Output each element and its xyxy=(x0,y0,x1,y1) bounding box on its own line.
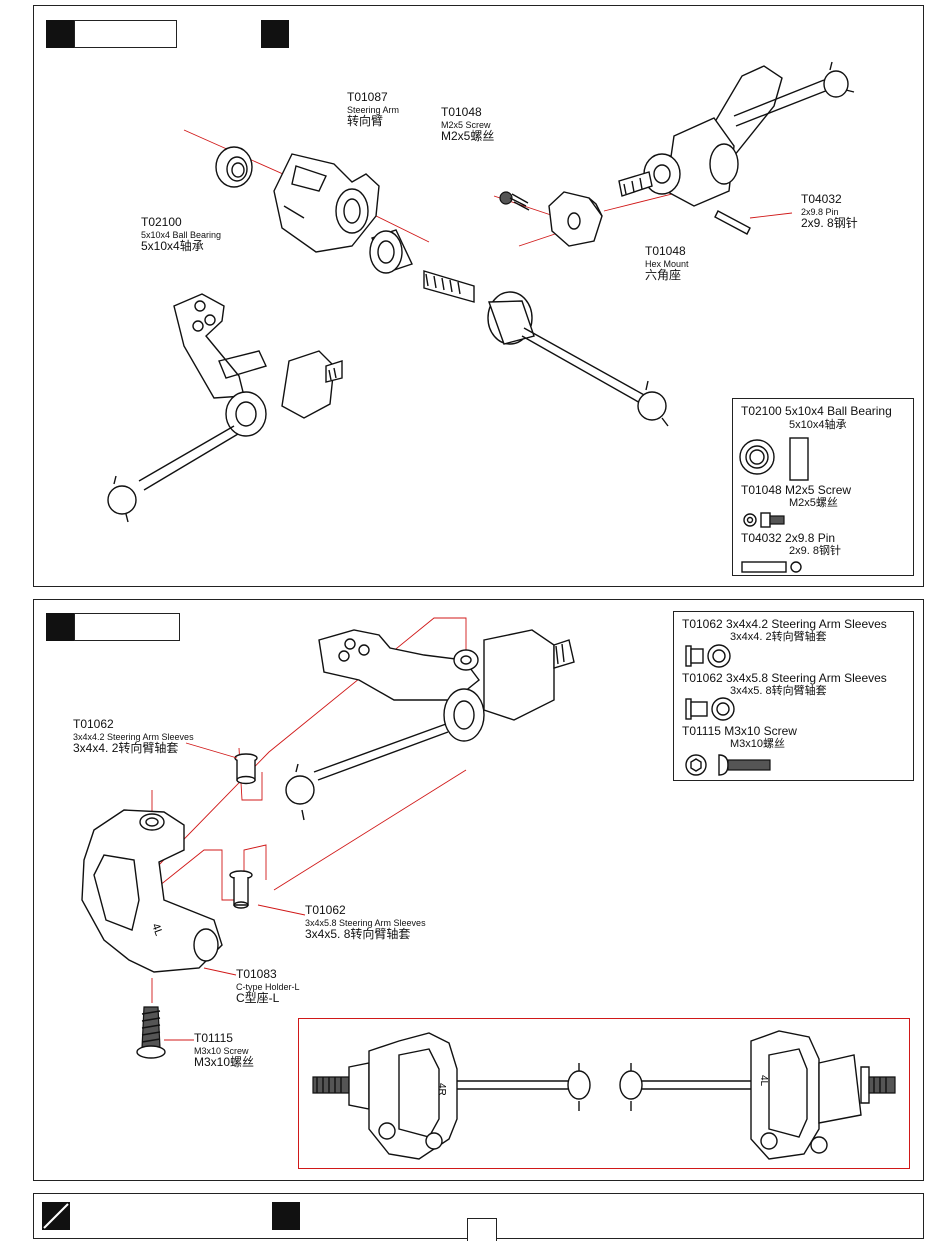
part-name-cn: 转向臂 xyxy=(347,114,384,129)
legend-code: T04032 xyxy=(741,531,782,545)
step-panel-2: 4L T01062 3x4x4.2 Steering Arm Sleeves 3… xyxy=(33,599,924,1181)
part-name-en: Steering Arm xyxy=(347,104,400,115)
part-name-cn: 2x9. 8钢针 xyxy=(801,216,858,231)
part-name-en: M3x10 Screw xyxy=(194,1045,249,1056)
legend-name-cn: 3x4x5. 8转向臂轴套 xyxy=(730,685,827,697)
label-pin: T04032 2x9.8 Pin 2x9. 8钢针 xyxy=(801,192,858,231)
part-code: T01087 xyxy=(347,90,388,104)
button-screw-icon xyxy=(685,754,771,776)
part-code: T04032 xyxy=(801,192,842,206)
part-code: T01062 xyxy=(73,717,114,731)
label-c-holder: T01083 C-type Holder-L C型座-L xyxy=(236,967,300,1006)
legend-name-cn: 5x10x4轴承 xyxy=(789,419,847,431)
m2-screw-part xyxy=(499,191,530,211)
legend-icons xyxy=(685,644,771,776)
legend-name-en: 3x4x4.2 Steering Arm Sleeves xyxy=(726,617,887,631)
assembled-detail-diagram: 4R 4L xyxy=(312,1030,896,1160)
part-name-cn: M2x5螺丝 xyxy=(441,129,495,144)
step3-header xyxy=(42,1202,300,1230)
step-title-box xyxy=(74,20,177,48)
bearing-side-icon xyxy=(789,437,809,481)
knuckle-assembly xyxy=(618,61,855,207)
legend-name-en: M3x10 Screw xyxy=(724,724,797,738)
step-number-box xyxy=(46,20,74,48)
part-name-en: 2x9.8 Pin xyxy=(801,206,839,217)
legend-code: T01115 xyxy=(682,724,721,738)
label-m2-screw: T01048 M2x5 Screw M2x5螺丝 xyxy=(441,105,495,144)
sleeve-58-part xyxy=(229,870,253,909)
assembled-knuckle xyxy=(107,293,343,523)
part-name-cn: M3x10螺丝 xyxy=(194,1055,255,1070)
screw-icon xyxy=(743,512,785,528)
step2-exploded-diagram: 4L xyxy=(81,617,575,1059)
label-m3-screw: T01115 M3x10 Screw M3x10螺丝 xyxy=(194,1031,255,1070)
left-hub-mark: 4R xyxy=(436,1083,447,1096)
legend-name-en: 3x4x5.8 Steering Arm Sleeves xyxy=(726,671,887,685)
left-hub-assembly: 4R xyxy=(312,1032,591,1160)
part-code: T01062 xyxy=(305,903,346,917)
label-hex-mount: T01048 Hex Mount 六角座 xyxy=(645,244,689,283)
right-hub-mark: 4L xyxy=(758,1075,769,1087)
legend-code: T01062 xyxy=(682,671,723,685)
part-code: T01115 xyxy=(194,1031,233,1045)
steering-arm-part xyxy=(273,153,380,253)
step-title-box xyxy=(74,613,180,641)
part-name-cn: 六角座 xyxy=(645,268,682,283)
pin-part xyxy=(714,210,793,235)
legend-code: T01048 xyxy=(741,483,782,497)
sleeve-long-icon xyxy=(685,697,735,721)
check-slash-icon xyxy=(43,1203,69,1229)
parts-legend: T01062 3x4x4.2 Steering Arm Sleeves 3x4x… xyxy=(673,611,914,781)
label-bearing: T02100 5x10x4 Ball Bearing 5x10x4轴承 xyxy=(141,215,222,254)
legend-name-cn: 3x4x4. 2转向臂轴套 xyxy=(730,631,827,643)
step-panel-1: T01087 Steering Arm 转向臂 T02100 5x10x4 Ba… xyxy=(33,5,924,587)
label-steering-arm: T01087 Steering Arm 转向臂 xyxy=(347,90,400,129)
step-marker-box xyxy=(261,20,289,48)
legend-name-cn: 2x9. 8钢针 xyxy=(789,545,841,557)
part-name-en: 3x4x5.8 Steering Arm Sleeves xyxy=(305,917,426,928)
m3-screw-part xyxy=(136,978,166,1059)
drive-shaft-part xyxy=(423,270,669,427)
legend-code: T01062 xyxy=(682,617,723,631)
step-number-box xyxy=(46,613,74,641)
step-marker-box xyxy=(272,1202,300,1230)
part-code: T01048 xyxy=(645,244,686,258)
hex-mount-part xyxy=(548,191,603,247)
sleeve-short-icon xyxy=(685,644,731,668)
part-name-en: C-type Holder-L xyxy=(236,981,300,992)
part-name-cn: 5x10x4轴承 xyxy=(141,239,204,254)
legend-icons xyxy=(739,437,809,573)
bearing-icon xyxy=(739,439,775,475)
legend-name-en: 5x10x4 Ball Bearing xyxy=(785,404,892,418)
label-sleeve-58: T01062 3x4x5.8 Steering Arm Sleeves 3x4x… xyxy=(305,903,426,942)
part-code: T01083 xyxy=(236,967,277,981)
page-number-box xyxy=(467,1218,497,1241)
part-name-cn: 3x4x5. 8转向臂轴套 xyxy=(305,927,411,942)
legend-name-en: 2x9.8 Pin xyxy=(785,531,836,545)
part-name-en: 5x10x4 Ball Bearing xyxy=(141,229,222,240)
part-code: T01048 xyxy=(441,105,482,119)
step1-exploded-diagram xyxy=(107,61,855,523)
parts-legend: T02100 5x10x4 Ball Bearing 5x10x4轴承 xyxy=(732,398,914,576)
label-sleeve-42: T01062 3x4x4.2 Steering Arm Sleeves 3x4x… xyxy=(73,717,194,756)
c-holder-part: 4L xyxy=(81,809,223,973)
assembled-detail-box: 4R 4L xyxy=(298,1018,910,1169)
right-hub-assembly: 4L xyxy=(619,1030,896,1160)
legend-name-cn: M2x5螺丝 xyxy=(789,497,838,509)
pin-icon xyxy=(741,561,802,573)
part-name-en: M2x5 Screw xyxy=(441,119,491,130)
sleeve-42-part xyxy=(234,753,258,785)
part-name-cn: C型座-L xyxy=(236,991,280,1006)
part-name-cn: 3x4x4. 2转向臂轴套 xyxy=(73,741,179,756)
legend-name-cn: M3x10螺丝 xyxy=(730,738,786,750)
legend-name-en: M2x5 Screw xyxy=(785,483,852,497)
part-code: T02100 xyxy=(141,215,182,229)
bearing-part-2 xyxy=(369,229,413,274)
knuckle-mark: 4L xyxy=(149,922,164,938)
bearing-part xyxy=(215,146,253,188)
part-name-en: Hex Mount xyxy=(645,258,689,269)
part-name-en: 3x4x4.2 Steering Arm Sleeves xyxy=(73,731,194,742)
legend-code: T02100 xyxy=(741,404,782,418)
knuckle-hub-assembly xyxy=(285,629,575,821)
